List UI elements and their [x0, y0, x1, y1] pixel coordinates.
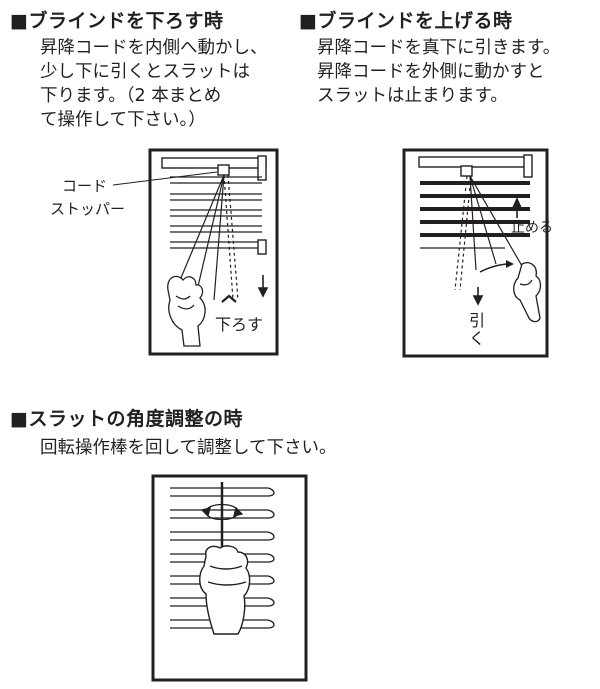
label-cord-stopper-line2: ストッパー [50, 200, 125, 218]
instruction-line: て操作して下さい。） [40, 110, 206, 130]
arrow-lower-icon [221, 294, 237, 303]
slats-stacked [420, 181, 530, 237]
instruction-line: 昇降コードを外側に動かすと [317, 62, 545, 82]
heading-raise-blind: ■ブラインドを上げる時 [299, 10, 513, 32]
instruction-line: 昇降コードを内側へ動かし、 [40, 38, 268, 58]
instruction-line: 昇降コードを真下に引きます。 [317, 38, 561, 58]
rail-end-cap [523, 154, 533, 178]
bottom-rail-cap [257, 239, 267, 255]
heading-slat-angle: ■スラットの角度調整の時 [10, 408, 243, 430]
hand-icon [513, 262, 542, 323]
label-lower: 下ろす [215, 315, 263, 334]
instructions-lower-blind: 昇降コードを内側へ動かし、 少し下に引くとスラットは 下ります。（2 本まとめ … [40, 36, 268, 132]
lift-cords [454, 175, 523, 291]
instruction-line: 回転操作棒を回して調整して下さい。 [40, 438, 337, 458]
instruction-line: スラットは止まります。 [317, 86, 508, 106]
arrow-down-icon [472, 287, 484, 306]
label-stop: 止める [511, 220, 553, 236]
arrow-up-icon [511, 197, 523, 218]
label-pull-2: く [469, 329, 485, 348]
instructions-raise-blind: 昇降コードを真下に引きます。 昇降コードを外側に動かすと スラットは止まります。 [317, 36, 560, 108]
rotate-arrows-icon [200, 503, 244, 521]
slats [170, 176, 262, 249]
label-cord-stopper-line1: コード [62, 177, 107, 195]
instructions-slat-angle: 回転操作棒を回して調整して下さい。 [40, 436, 336, 460]
instruction-line: 少し下に引くとスラットは [40, 62, 250, 82]
rail-end-cap [257, 155, 267, 181]
hand-icon [167, 275, 206, 347]
label-pull-1: 引 [469, 311, 485, 330]
instruction-line: 下ります。（2 本まとめ [40, 86, 222, 106]
heading-lower-blind: ■ブラインドを下ろす時 [10, 10, 224, 32]
arrow-down-icon [257, 275, 269, 298]
hand-icon [199, 545, 251, 635]
lift-cords [177, 174, 239, 301]
tilted-slats [170, 487, 275, 629]
